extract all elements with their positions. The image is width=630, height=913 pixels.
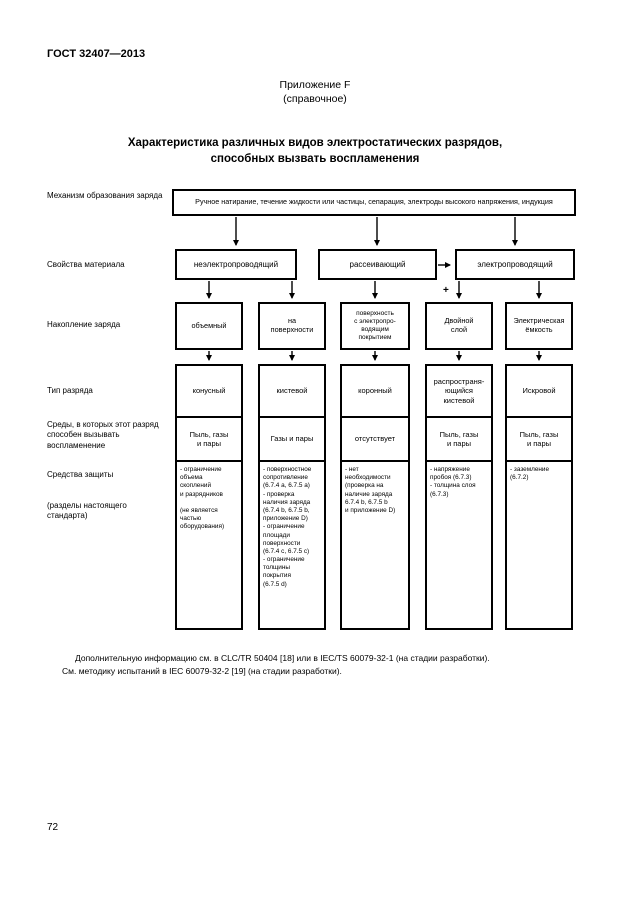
accumulation-box-capacitance: Электрическая ёмкость xyxy=(505,302,573,350)
media-cell: Пыль, газы и пары xyxy=(427,418,491,462)
protection-cell: - ограничение объема скоплений и разрядн… xyxy=(180,466,225,531)
media-cell: Газы и пары xyxy=(260,418,324,462)
discharge-column-brush: кистевой Газы и пары - поверхностное соп… xyxy=(258,364,326,630)
mechanism-box: Ручное натирание, течение жидкости или ч… xyxy=(172,189,576,216)
row-label-accumulation: Накопление заряда xyxy=(47,320,121,329)
row-label-material: Свойства материала xyxy=(47,260,125,269)
discharge-type-cell: Искровой xyxy=(507,366,571,418)
material-box-conductive: электропроводящий xyxy=(455,249,575,280)
material-box-nonconductive: неэлектропроводящий xyxy=(175,249,297,280)
material-box-dissipative: рассеивающий xyxy=(318,249,437,280)
media-cell: отсутствует xyxy=(342,418,408,462)
appendix-title: Приложение F xyxy=(279,79,351,91)
discharge-column-spark: Искровой Пыль, газы и пары - заземление … xyxy=(505,364,573,630)
discharge-column-cone: конусный Пыль, газы и пары - ограничение… xyxy=(175,364,243,630)
discharge-column-propagating-brush: распространя- ющийся кистевой Пыль, газы… xyxy=(425,364,493,630)
page-number: 72 xyxy=(47,822,59,833)
protection-cell: - нет необходимости (проверка на наличие… xyxy=(345,466,396,514)
appendix-heading: Приложение F (справочное) xyxy=(0,78,630,106)
row-label-mechanism: Механизм образования заряда xyxy=(47,191,163,200)
accumulation-box-surface: на поверхности xyxy=(258,302,326,350)
media-cell: Пыль, газы и пары xyxy=(177,418,241,462)
accumulation-box-coated-surface: поверхность с электропро- водящим покрыт… xyxy=(340,302,410,350)
row-label-media: Среды, в которых этот разряд способен вы… xyxy=(47,420,159,450)
discharge-column-corona: коронный отсутствует - нет необходимости… xyxy=(340,364,410,630)
page-title: Характеристика различных видов электрост… xyxy=(127,137,503,165)
discharge-type-cell: конусный xyxy=(177,366,241,418)
doc-number: ГОСТ 32407—2013 xyxy=(47,48,146,60)
protection-cell: - поверхностное сопротивление (6.7.4 а, … xyxy=(263,466,312,588)
row-label-protection-note: (разделы настоящего стандарта) xyxy=(47,501,127,521)
media-cell: Пыль, газы и пары xyxy=(507,418,571,462)
footnote: Дополнительную информацию см. в CLC/TR 5… xyxy=(62,653,490,677)
row-label-discharge-type: Тип разряда xyxy=(47,386,93,395)
row-label-protection: Средства защиты xyxy=(47,470,114,479)
accumulation-box-double-layer: Двойной слой xyxy=(425,302,493,350)
plus-sign: + xyxy=(443,285,449,296)
discharge-type-cell: коронный xyxy=(342,366,408,418)
protection-cell: - заземление (6.7.2) xyxy=(510,466,550,482)
accumulation-box-volume: объемный xyxy=(175,302,243,350)
discharge-type-cell: кистевой xyxy=(260,366,324,418)
protection-cell: - напряжение пробоя (6.7.3) - толщина сл… xyxy=(430,466,476,498)
appendix-subtitle: (справочное) xyxy=(283,93,347,106)
discharge-type-cell: распространя- ющийся кистевой xyxy=(427,366,491,418)
